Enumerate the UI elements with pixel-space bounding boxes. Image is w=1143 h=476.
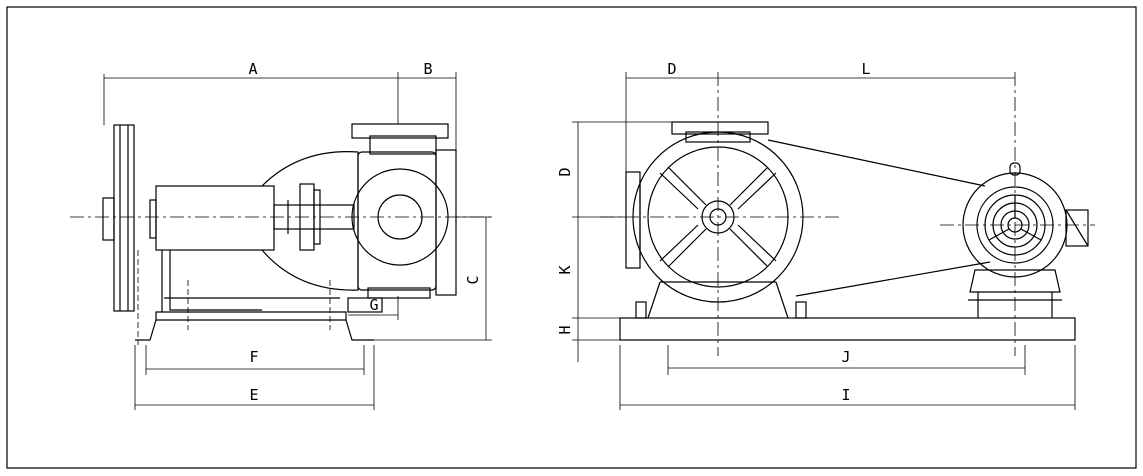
drawing-border (6, 6, 1137, 469)
label-d-side: D (556, 167, 574, 176)
pump-casing (347, 123, 457, 313)
label-h: H (556, 325, 574, 334)
pulley (102, 124, 135, 312)
side-view (70, 123, 492, 345)
label-d-top: D (667, 60, 676, 78)
label-e: E (249, 386, 258, 404)
bearing-housing (137, 185, 340, 345)
front-base-plate (619, 317, 1076, 341)
label-j: J (841, 348, 850, 366)
side-base-frame (135, 311, 374, 341)
label-l: L (861, 60, 870, 78)
front-view (619, 121, 1089, 341)
front-dimensions (572, 72, 1076, 410)
label-a: A (248, 60, 257, 78)
belt-guard (261, 151, 359, 291)
label-b: B (423, 60, 432, 78)
motor (962, 162, 1089, 318)
belt (767, 139, 991, 297)
label-k: K (556, 265, 574, 274)
label-c: C (464, 275, 482, 284)
label-i: I (841, 386, 850, 404)
front-centerlines (600, 72, 1095, 356)
label-g: G (369, 296, 378, 314)
label-f: F (249, 348, 258, 366)
pump-volute (625, 121, 807, 319)
side-dimensions (103, 72, 492, 410)
shaft-coupling (273, 183, 355, 251)
